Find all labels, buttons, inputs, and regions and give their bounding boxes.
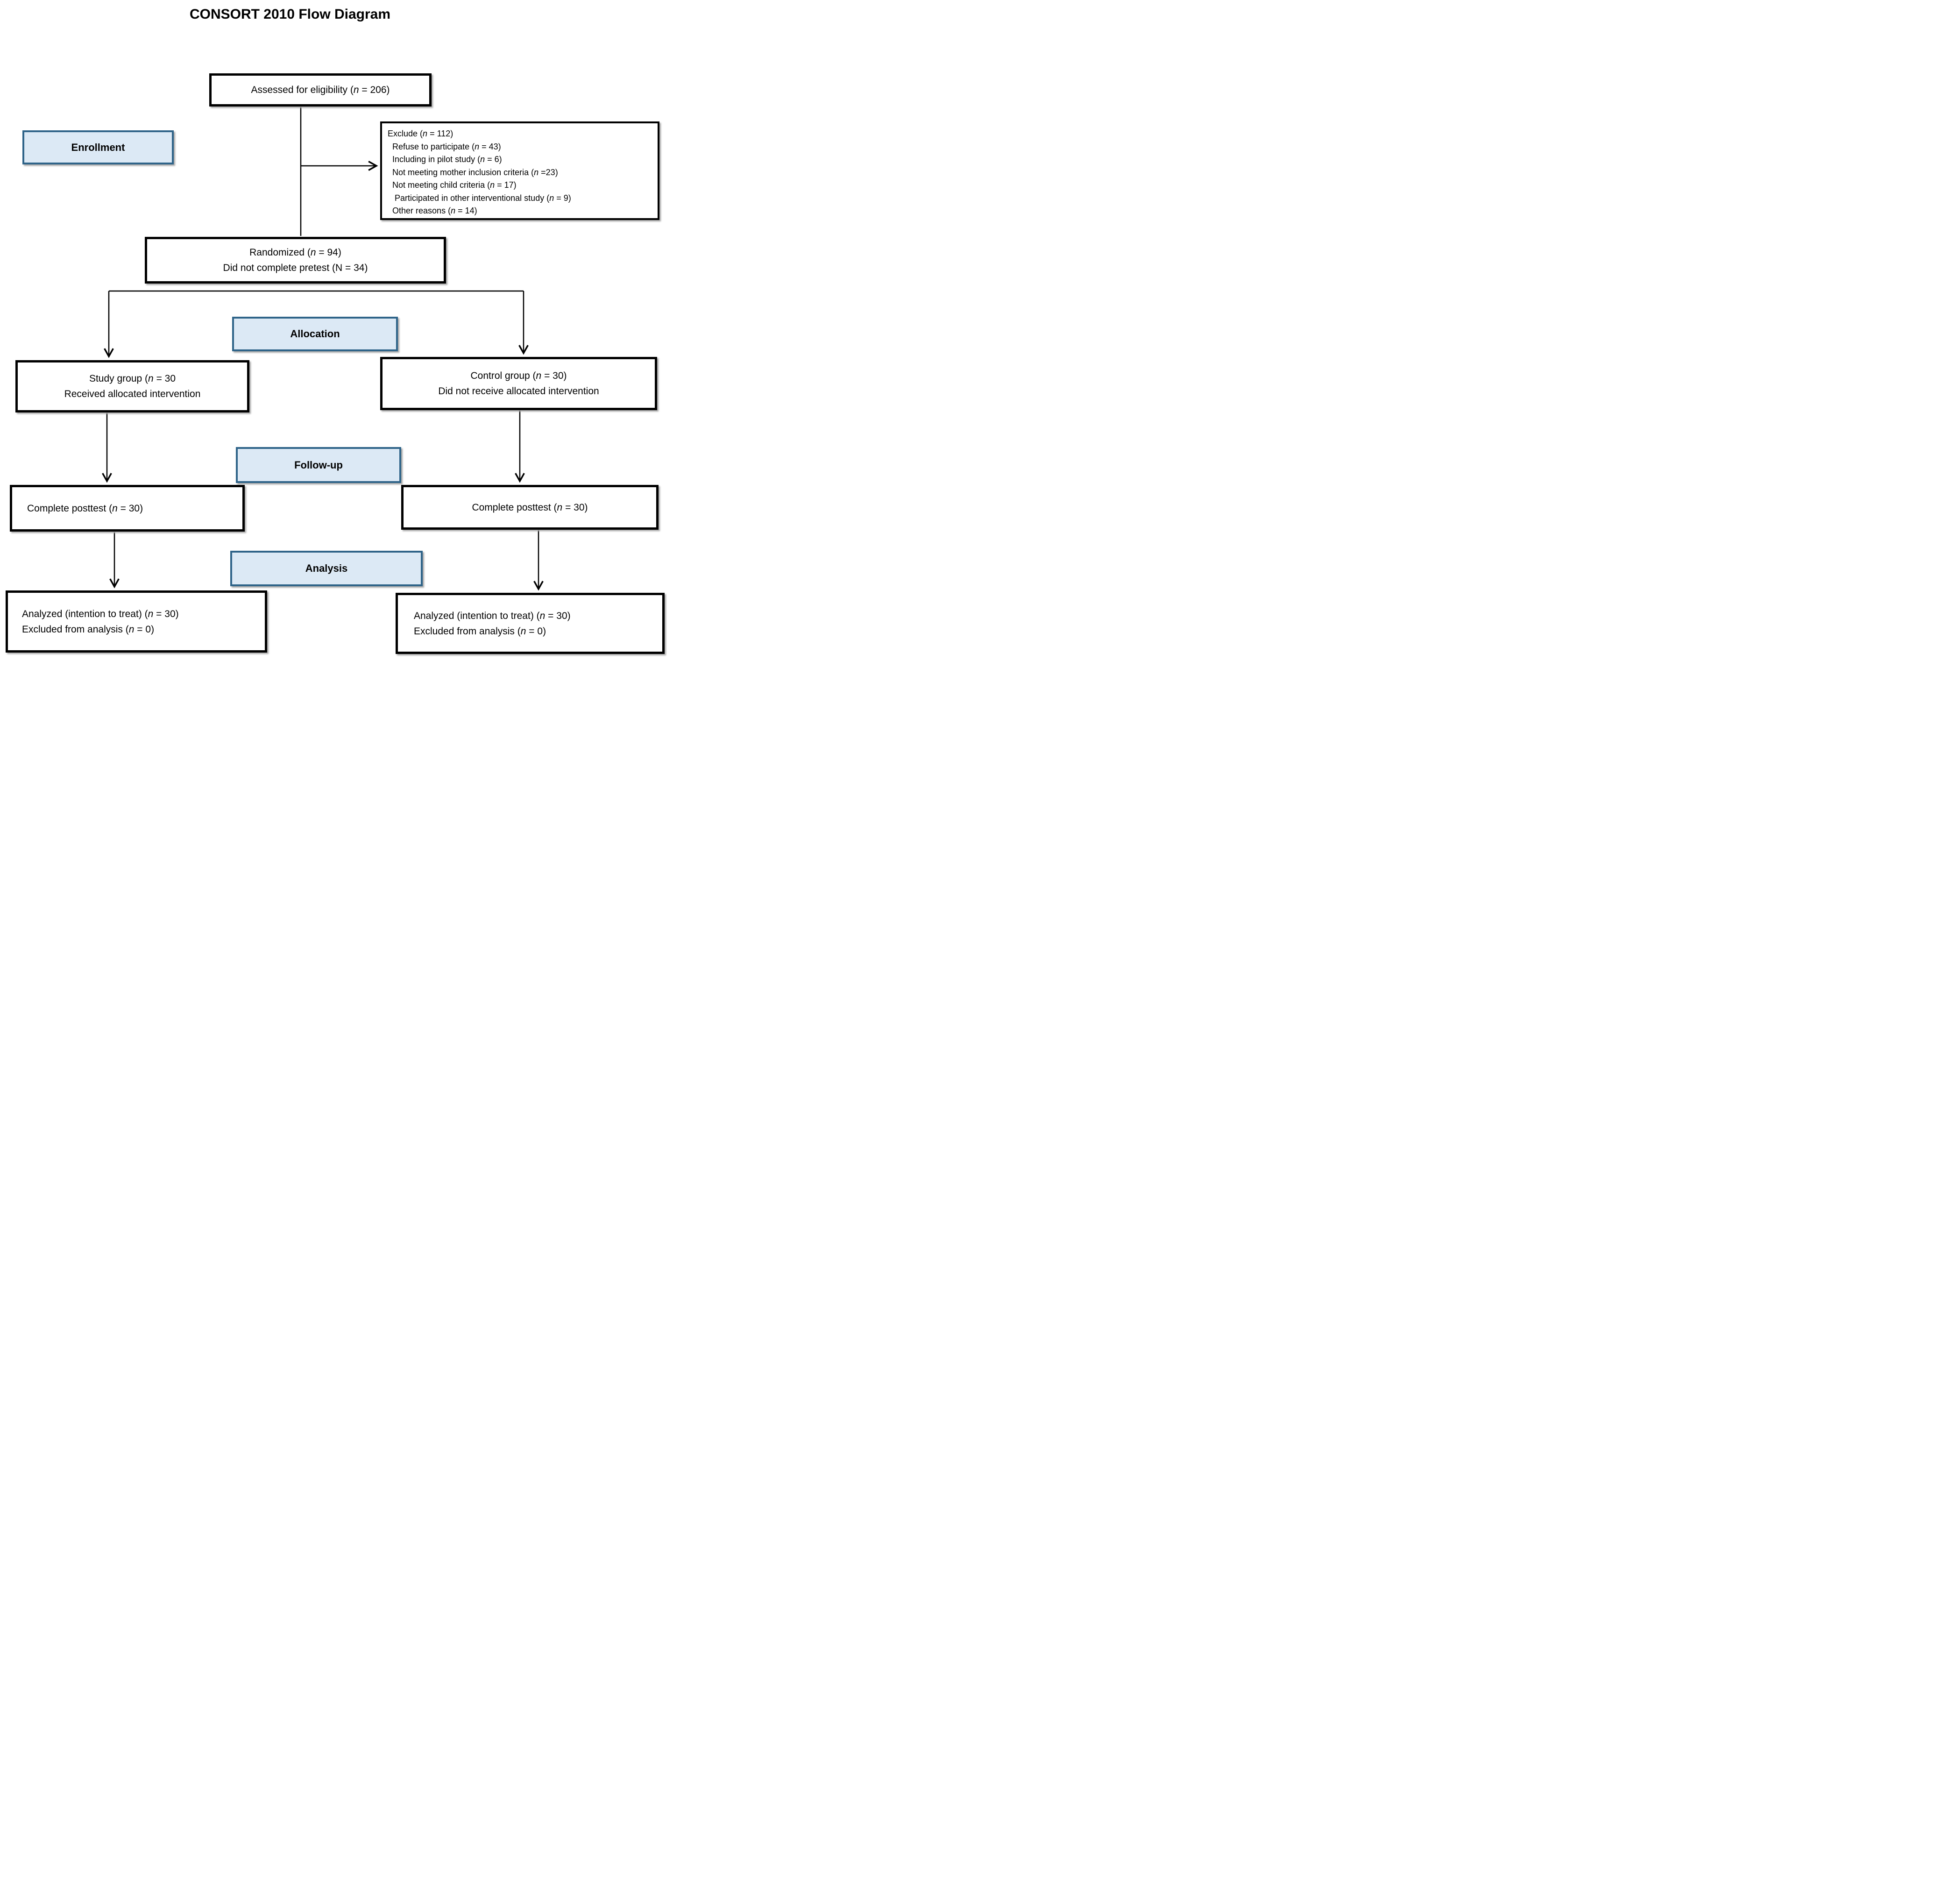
box-text-line: Exclude (n = 112) [388, 129, 453, 138]
box-text-line: Assessed for eligibility (n = 206) [251, 85, 390, 95]
box-text-line: Including in pilot study (n = 6) [388, 155, 502, 164]
box-text-line: Study group (n = 30 [89, 373, 176, 384]
box-text-line: Excluded from analysis (n = 0) [414, 625, 546, 637]
box-text-line: Refuse to participate (n = 43) [388, 142, 501, 151]
randomized-box: Randomized (n = 94) Did not complete pret… [145, 237, 446, 284]
assessed-for-eligibility-box: Assessed for eligibility (n = 206) [209, 73, 432, 107]
analyzed-control-box: Analyzed (intention to treat) (n = 30) Ex… [396, 593, 665, 654]
box-text-line: Participated in other interventional stu… [388, 193, 571, 203]
posttest-study-box: Complete posttest (n = 30) [10, 485, 245, 532]
stage-analysis: Analysis [230, 551, 423, 586]
posttest-control-box: Complete posttest (n = 30) [401, 485, 659, 530]
stage-followup: Follow-up [236, 447, 401, 483]
box-text-line: Not meeting mother inclusion criteria (n… [388, 167, 558, 177]
diagram-title: CONSORT 2010 Flow Diagram [189, 7, 391, 22]
box-text-line: Not meeting child criteria (n = 17) [388, 180, 517, 190]
study-group-box: Study group (n = 30 Received allocated in… [15, 360, 249, 412]
consort-flow-diagram: CONSORT 2010 Flow Diagram Assessed for e… [0, 0, 667, 657]
box-text-line: Analyzed (intention to treat) (n = 30) [414, 610, 571, 621]
box-text-line: Did not complete pretest (N = 34) [223, 263, 368, 273]
box-text-line: Analyzed (intention to treat) (n = 30) [22, 608, 179, 619]
control-group-box: Control group (n = 30) Did not receive al… [380, 357, 657, 410]
analyzed-study-box: Analyzed (intention to treat) (n = 30) Ex… [6, 590, 267, 653]
stage-allocation: Allocation [232, 317, 398, 351]
stage-enrollment: Enrollment [22, 130, 174, 164]
box-text-line: Randomized (n = 94) [249, 247, 341, 258]
box-text-line: Control group (n = 30) [470, 370, 567, 381]
box-text-line: Complete posttest (n = 30) [27, 503, 143, 514]
box-text-line: Received allocated intervention [64, 389, 201, 399]
box-text-line: Complete posttest (n = 30) [472, 502, 588, 513]
box-text-line: Excluded from analysis (n = 0) [22, 624, 155, 635]
box-text-line: Other reasons (n = 14) [388, 206, 477, 215]
box-text-line: Did not receive allocated intervention [438, 386, 599, 397]
excluded-box: Exclude (n = 112) Refuse to participate … [380, 121, 659, 220]
